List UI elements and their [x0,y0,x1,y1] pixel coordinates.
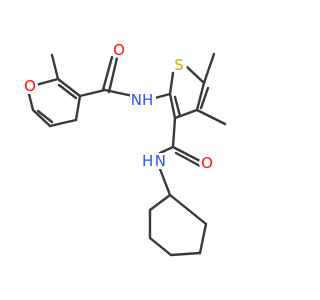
bond [107,56,119,94]
atom-labels: O O NH S H N O [22,41,215,172]
bond [74,94,82,122]
amide2-nitrogen-text: H N [142,152,166,170]
amide2-oxygen-text: O [201,154,213,172]
bond [171,116,177,149]
bond [50,53,60,81]
bond [57,83,78,100]
bond [158,145,175,155]
bond [31,108,52,128]
canvas-background [0,0,300,300]
bond [169,251,202,257]
bond [48,118,78,128]
bond [36,109,54,124]
bond [148,193,172,212]
bond [195,81,206,112]
amide1-nitrogen-label: NH [130,91,156,109]
furan-oxygen-text: O [24,77,36,95]
amide1-nitrogen-text: NH [131,91,154,109]
amide2-nitrogen-label: H N [139,152,169,170]
bond [101,55,114,92]
bond [202,52,216,85]
bond [168,92,177,120]
bond [173,108,199,120]
bond [198,222,208,255]
bond [168,71,175,96]
amide1-oxygen-text: O [113,41,125,59]
amide1-oxygen-label: O [111,41,127,59]
molecule-structure: O O NH S H N O [0,0,300,300]
thiophene-sulfur-text: S [174,56,184,74]
bonds [26,52,227,257]
bond [168,193,208,226]
bond [195,108,227,126]
bond [103,88,135,98]
thiophene-sulfur-label: S [171,56,187,74]
bond [199,86,210,110]
bond [174,151,202,168]
amide2-oxygen-label: O [199,154,215,172]
bond [56,77,82,98]
bond [158,167,172,197]
bond [173,95,182,118]
bond [171,145,202,163]
bond [184,64,206,85]
bond [148,236,173,257]
bond [34,77,60,87]
furan-oxygen-label: O [22,77,38,95]
bond [78,88,107,98]
